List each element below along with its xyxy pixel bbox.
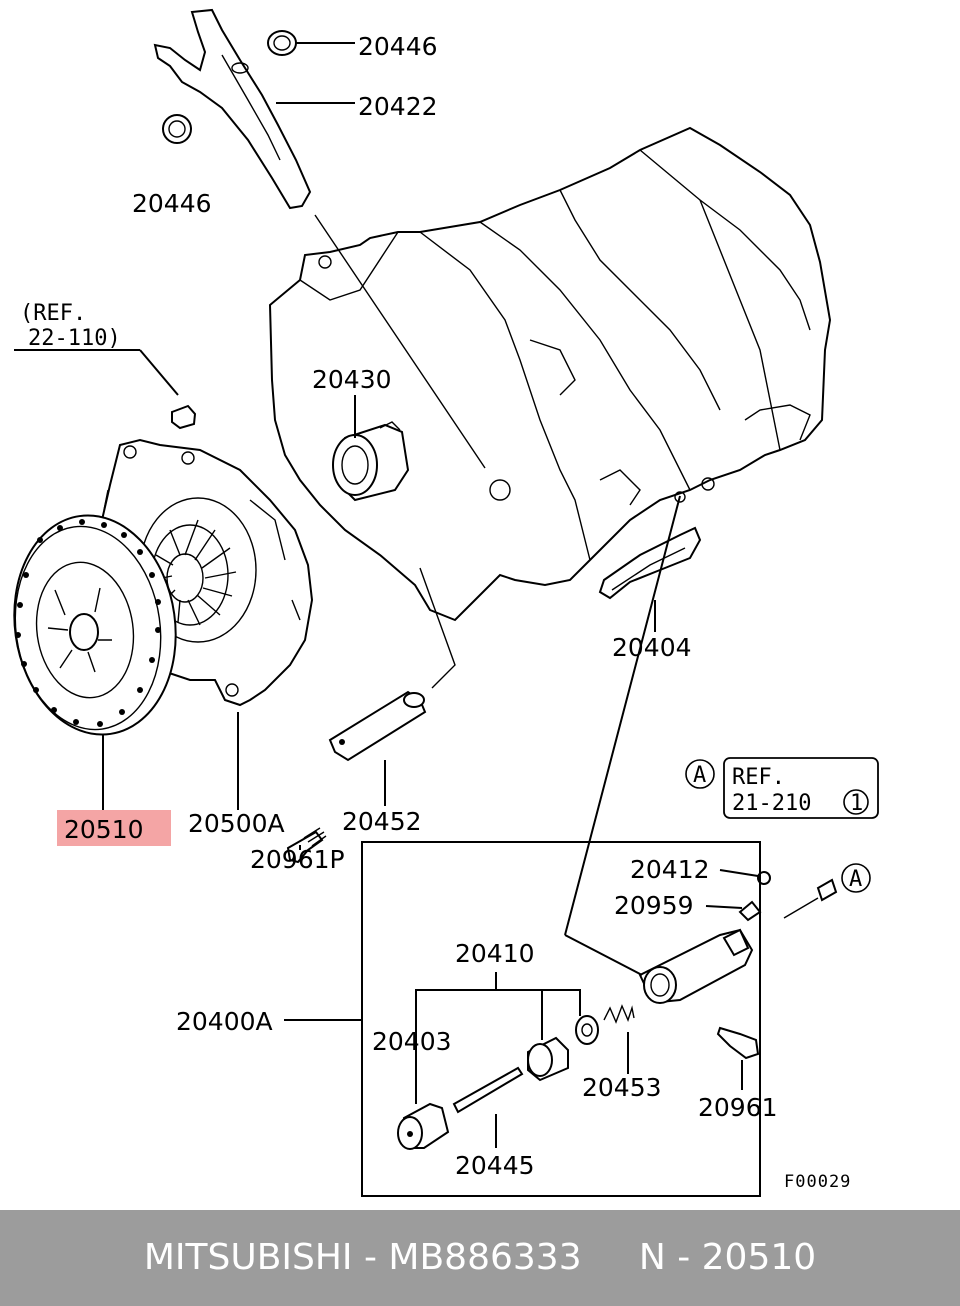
piston xyxy=(397,1102,450,1150)
ref-21-210-box xyxy=(723,757,879,819)
label-20400a: 20400A xyxy=(176,1007,273,1036)
bolt-20961p xyxy=(286,827,327,864)
parts-diagram: 20446 20422 20446 20430 20404 20510 2050… xyxy=(13,8,879,1197)
label-20430: 20430 xyxy=(312,365,392,394)
footer-text: MITSUBISHI - MB886333 N - 20510 xyxy=(143,1237,817,1278)
push-rod xyxy=(328,690,427,762)
clutch-disc xyxy=(13,514,177,736)
release-bearing xyxy=(332,421,410,502)
slave-push-rod xyxy=(452,1066,524,1114)
ref-circle xyxy=(843,789,869,815)
label-20959: 20959 xyxy=(614,891,694,920)
figure-code: F00029 xyxy=(784,1172,851,1192)
disc-rivets xyxy=(15,519,161,727)
ref-22-110-line1: (REF. xyxy=(20,301,86,326)
highlight-20510 xyxy=(57,810,171,846)
bleeder-screw xyxy=(738,900,762,922)
ref-22-110-line2: 22-110) xyxy=(28,326,121,351)
fork-boot-left xyxy=(162,114,192,144)
release-fork xyxy=(153,8,312,210)
label-20410: 20410 xyxy=(455,939,535,968)
footer-bar: MITSUBISHI - MB886333 N - 20510 xyxy=(0,1210,960,1306)
transmission-housing xyxy=(268,126,832,622)
label-20445: 20445 xyxy=(455,1151,535,1180)
arrow-a xyxy=(783,878,838,919)
marker-a-right-circle xyxy=(841,863,871,893)
assembly-box xyxy=(361,841,761,1197)
label-20446-top: 20446 xyxy=(358,32,438,61)
label-20452: 20452 xyxy=(342,807,422,836)
label-20510: 20510 xyxy=(64,815,144,844)
ref-circle-number: 1 xyxy=(850,791,863,816)
spring xyxy=(603,1004,635,1024)
label-20500a: 20500A xyxy=(188,809,285,838)
label-20412: 20412 xyxy=(630,855,710,884)
label-20961p: 20961P xyxy=(250,845,345,874)
label-20403: 20403 xyxy=(372,1027,452,1056)
slave-cylinder-body xyxy=(638,928,754,1004)
fork-boot-top xyxy=(267,30,297,56)
bolt-20961 xyxy=(716,1026,760,1060)
pilot-pin xyxy=(171,404,197,430)
label-20961: 20961 xyxy=(698,1093,778,1122)
cup xyxy=(527,1036,569,1082)
label-20422: 20422 xyxy=(358,92,438,121)
ref-21-210-line1: REF. xyxy=(732,765,785,790)
bracket-20404 xyxy=(598,526,702,600)
label-20404: 20404 xyxy=(612,633,692,662)
dust-cover xyxy=(575,1015,599,1045)
marker-a-left-circle xyxy=(685,759,715,789)
leader-lines xyxy=(14,42,759,1148)
label-20453: 20453 xyxy=(582,1073,662,1102)
ref-21-210-line2: 21-210 xyxy=(732,791,811,816)
marker-a-left: A xyxy=(693,763,706,788)
marker-a-right: A xyxy=(849,867,862,892)
label-20446-left: 20446 xyxy=(132,189,212,218)
